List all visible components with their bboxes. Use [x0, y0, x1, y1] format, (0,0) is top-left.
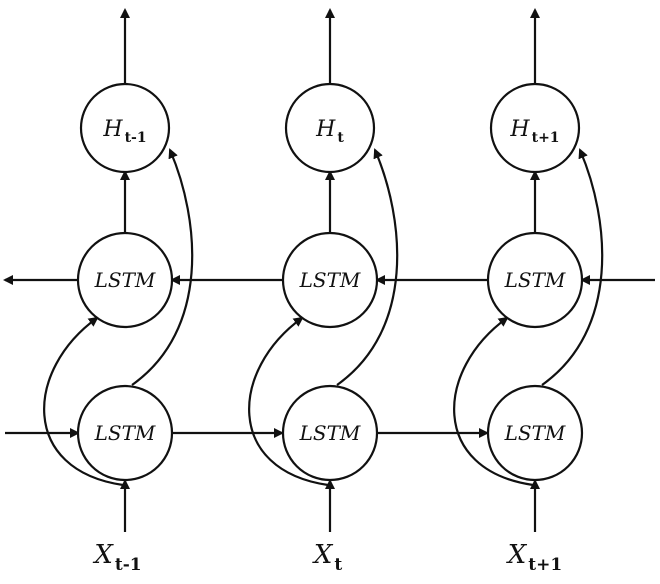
output-subscript-1: t-1	[125, 130, 147, 146]
input-subscript-2: t	[334, 555, 342, 575]
svg-text:Ht: Ht	[315, 117, 344, 146]
forward-lstm-node-2: LSTM	[281, 384, 379, 482]
input-main-3: X	[506, 540, 528, 570]
output-label-1: H	[102, 117, 123, 142]
svg-text:Ht-1: Ht-1	[102, 117, 146, 146]
input-to-backward-3	[453, 316, 534, 487]
backward-lstm-label-3: LSTM	[504, 268, 566, 292]
input-to-backward-2	[248, 316, 329, 487]
input-main-2: X	[312, 540, 334, 570]
backward-lstm-label-1: LSTM	[94, 268, 156, 292]
forward-to-output-1	[131, 148, 194, 386]
forward-to-output-3	[541, 148, 604, 386]
input-subscript-3: t+1	[528, 555, 562, 575]
edges	[3, 8, 655, 532]
backward-lstm-node-2: LSTM	[281, 231, 379, 329]
output-label-2: H	[315, 117, 336, 142]
output-subscript-2: t	[337, 130, 344, 146]
input-subscript-1: t-1	[115, 555, 142, 575]
forward-lstm-label-3: LSTM	[504, 421, 566, 445]
forward-lstm-label-2: LSTM	[299, 421, 361, 445]
output-label-3: H	[509, 117, 530, 142]
forward-lstm-label-1: LSTM	[94, 421, 156, 445]
input-main-1: X	[92, 540, 114, 570]
svg-text:Ht+1: Ht+1	[509, 117, 559, 146]
output-subscript-3: t+1	[532, 130, 560, 146]
backward-lstm-label-2: LSTM	[299, 268, 361, 292]
forward-to-output-2	[336, 148, 399, 386]
forward-lstm-node-3: LSTM	[486, 384, 584, 482]
backward-lstm-node-3: LSTM	[486, 231, 584, 329]
input-to-backward-1	[43, 316, 124, 487]
forward-lstm-node-1: LSTM	[76, 384, 174, 482]
backward-lstm-node-1: LSTM	[76, 231, 174, 329]
